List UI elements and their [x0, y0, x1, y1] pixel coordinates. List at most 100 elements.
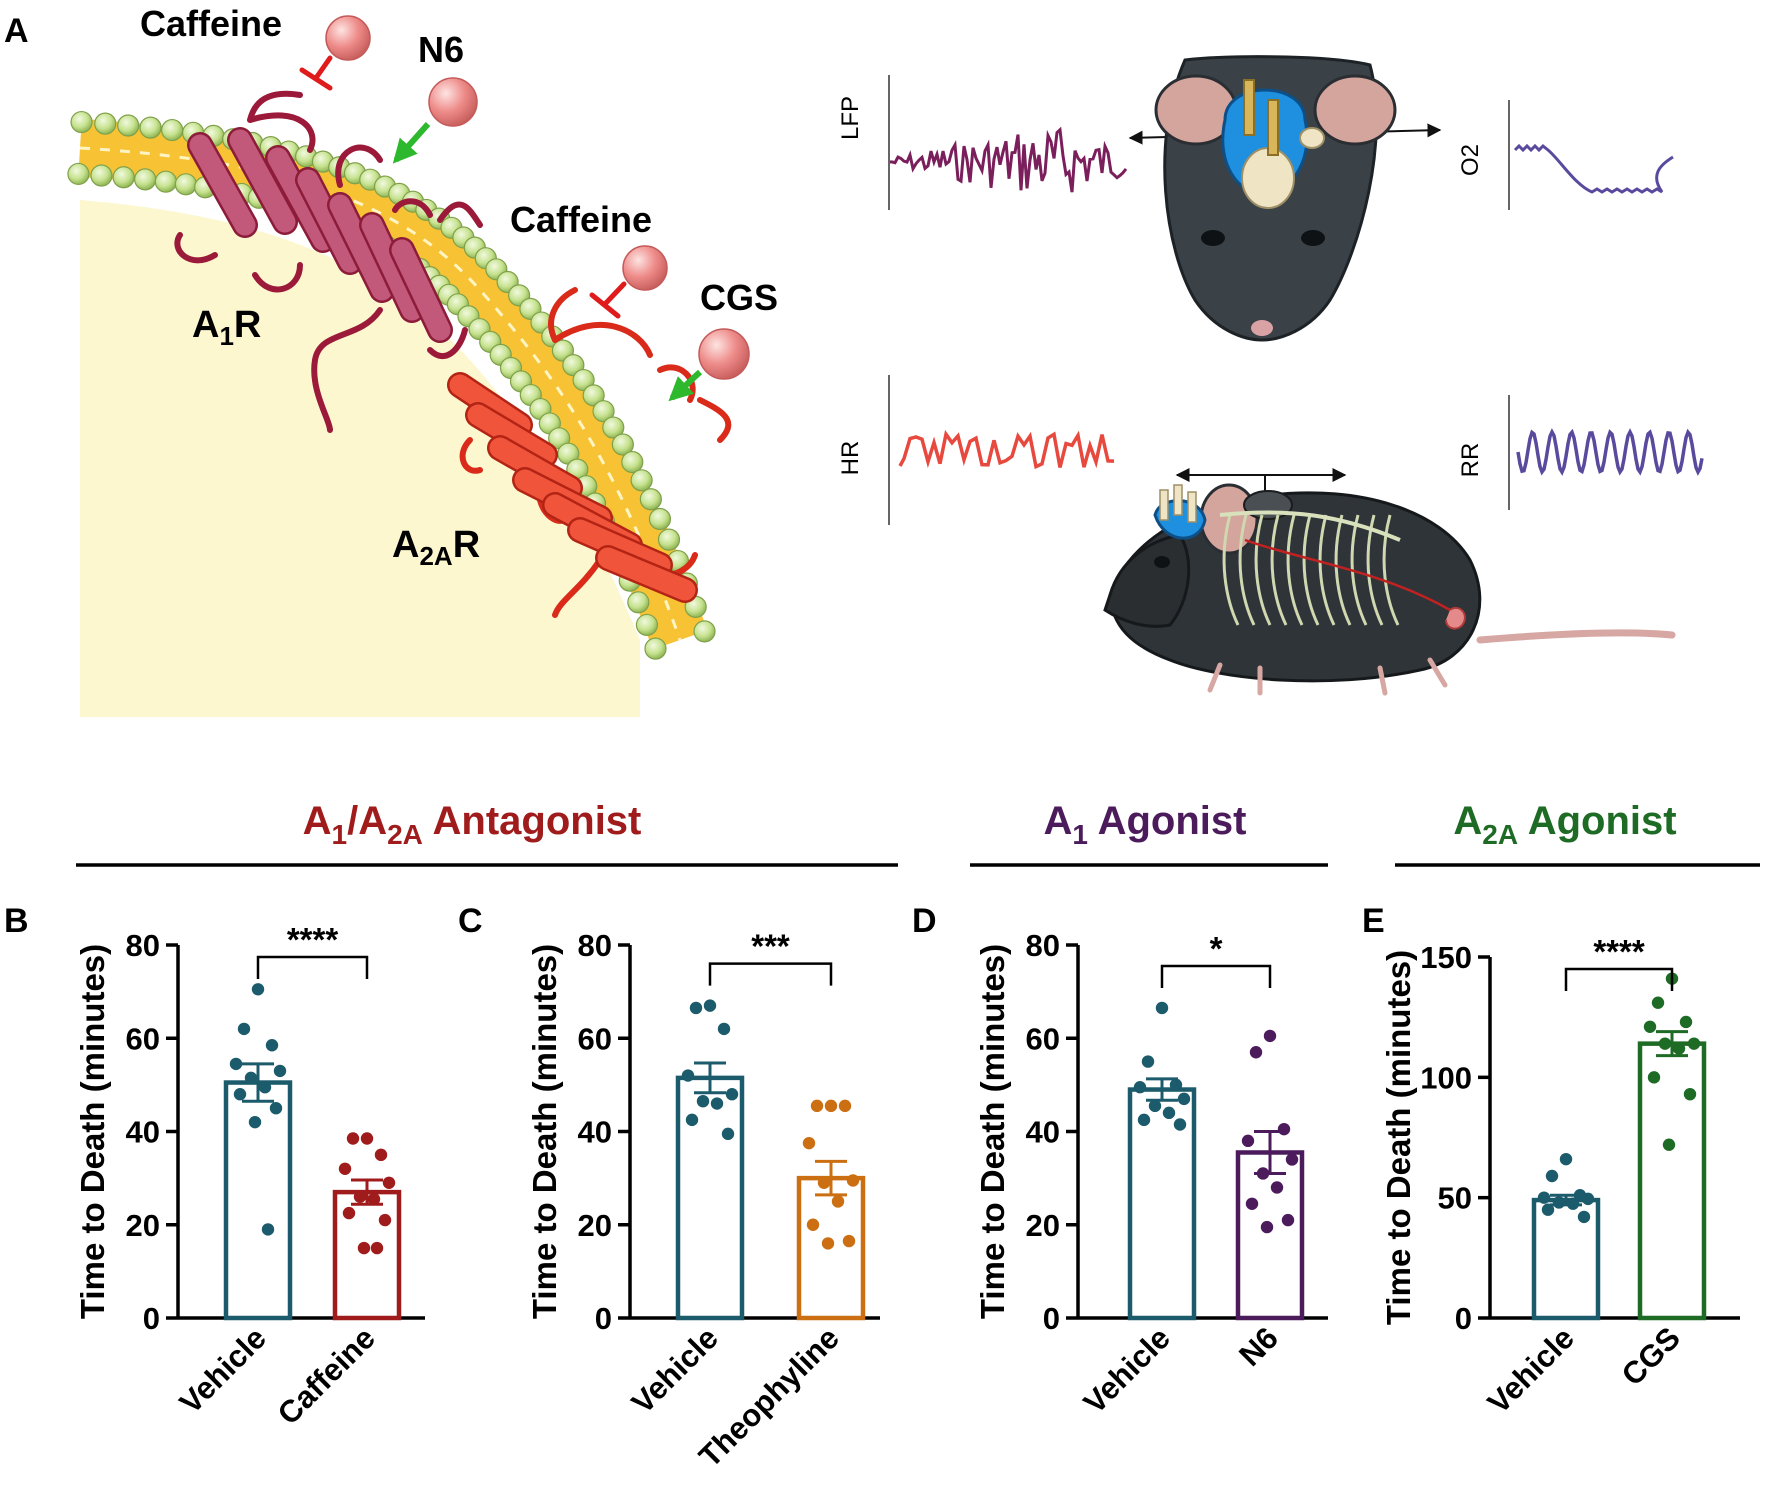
data-point [1260, 1220, 1274, 1234]
group-title-a2a-agonist: A2A Agonist [1453, 799, 1676, 850]
data-point [725, 1088, 739, 1101]
panel-label-d: D [912, 902, 937, 940]
data-point [269, 1101, 283, 1115]
label-a2ar: A2AR [392, 524, 480, 571]
ligand-ball-n6 [428, 77, 478, 127]
data-point [1541, 1203, 1555, 1216]
data-point [1687, 1037, 1701, 1050]
significance-bracket [256, 955, 369, 979]
x-tick-label: CGS [1615, 1320, 1687, 1392]
data-point [1672, 1042, 1686, 1055]
a1-helices [187, 127, 453, 343]
panel-label-a: A [4, 12, 29, 50]
group-header-a2a-agonist: A2A Agonist [1395, 799, 1760, 867]
y-tick-label: 60 [1026, 1021, 1060, 1056]
data-point [338, 1162, 352, 1176]
y-tick-label: 0 [143, 1301, 160, 1336]
data-point [831, 1195, 845, 1208]
y-tick-label: 50 [1438, 1181, 1472, 1216]
data-point [821, 1237, 835, 1250]
hr-trace [898, 429, 1115, 470]
data-point [1263, 1029, 1277, 1043]
data-point [370, 1241, 384, 1255]
data-point [1285, 1153, 1299, 1166]
data-point [244, 1071, 258, 1085]
label-cgs: CGS [700, 277, 778, 318]
significance-bracket [1564, 967, 1674, 991]
y-axis-label: Time to Death (minutes) [1380, 950, 1417, 1325]
data-point [1679, 1015, 1693, 1029]
data-point [265, 1039, 279, 1052]
panel-label-b: B [4, 902, 29, 940]
data-point [1270, 1181, 1284, 1194]
significance-stars: * [1210, 930, 1223, 967]
ligand-ball-caffeine-2 [622, 245, 668, 291]
a2a-helices [447, 372, 698, 603]
data-point [1241, 1134, 1255, 1148]
panel-label-c: C [458, 902, 483, 940]
data-point [273, 1064, 287, 1078]
y-tick-label: 20 [1026, 1208, 1060, 1243]
y-tick-label: 60 [578, 1021, 612, 1056]
data-point [1177, 1092, 1191, 1106]
y-axis-label: Time to Death (minutes) [74, 944, 111, 1319]
bar-n6 [1235, 1150, 1305, 1321]
a2a-receptor [447, 287, 732, 618]
significance-bracket [1160, 964, 1272, 988]
y-tick-label: 40 [1026, 1115, 1060, 1150]
data-point [838, 1099, 852, 1113]
data-point [824, 1099, 838, 1113]
y-tick-label: 80 [578, 928, 612, 963]
group-header-a1-agonist: A1 Agonist [970, 799, 1328, 867]
data-point [817, 1176, 831, 1189]
significance-stars: *** [751, 928, 790, 965]
data-point [261, 1223, 275, 1236]
data-point [1155, 1001, 1169, 1015]
x-tick-label: Caffeine [271, 1320, 382, 1431]
data-point [237, 1022, 251, 1036]
inhibit-caffeine-a2a [589, 281, 627, 319]
label-caffeine-2: Caffeine [510, 199, 652, 240]
label-caffeine-1: Caffeine [140, 3, 282, 44]
data-point [374, 1148, 388, 1162]
data-point [1651, 996, 1665, 1009]
mouse-head-illustration [1154, 55, 1397, 342]
cytoplasm [80, 200, 640, 717]
data-point [1133, 1081, 1147, 1094]
data-point [1173, 1118, 1187, 1131]
label-n6: N6 [418, 29, 464, 70]
y-tick-label: 80 [1026, 928, 1060, 963]
x-tick-label: N6 [1232, 1320, 1285, 1373]
data-point [1683, 1087, 1697, 1101]
data-point [1256, 1167, 1270, 1180]
y-axis-label: Time to Death (minutes) [974, 944, 1011, 1319]
data-point [721, 1127, 735, 1141]
recording-setup: LFP O2 HR RR [837, 55, 1704, 696]
y-tick-label: 40 [578, 1115, 612, 1150]
data-point [1137, 1113, 1151, 1127]
data-point [1581, 1192, 1595, 1206]
data-point [1245, 1197, 1259, 1210]
y-tick-label: 80 [126, 928, 160, 963]
data-point [689, 1001, 703, 1015]
y-tick-label: 0 [1455, 1301, 1472, 1336]
a1-receptor [174, 90, 483, 433]
data-point [346, 1132, 360, 1145]
data-point [1545, 1169, 1559, 1183]
y-tick-label: 20 [578, 1208, 612, 1243]
data-point [1249, 1046, 1263, 1059]
significance-stars: **** [287, 921, 339, 958]
activate-cgs-a2a [668, 369, 703, 402]
rr-trace [1516, 428, 1704, 476]
x-tick-label: Vehicle [625, 1320, 725, 1420]
data-point [258, 1081, 272, 1094]
data-point [1552, 1196, 1566, 1209]
data-point [360, 1132, 374, 1145]
data-point [1643, 1020, 1657, 1033]
group-header-antagonist: A1/A2A Antagonist [76, 799, 898, 867]
y-tick-label: 0 [1043, 1301, 1060, 1336]
